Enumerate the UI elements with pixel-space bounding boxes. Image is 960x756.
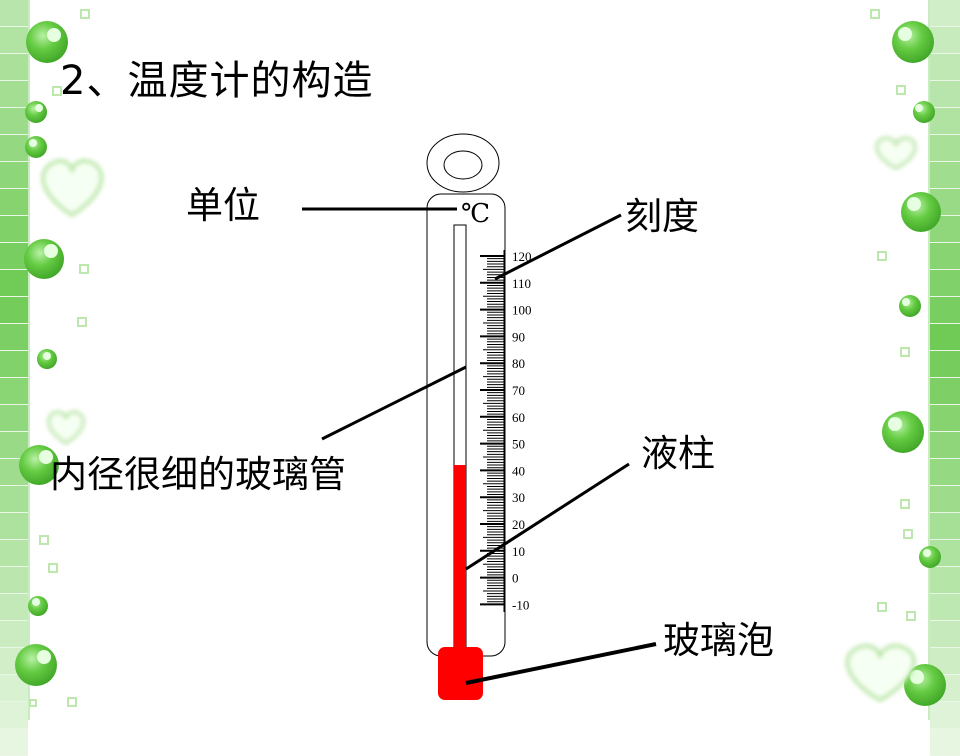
scale-label: 30 [512, 490, 525, 505]
scale-label: -10 [512, 597, 529, 612]
scale-label: 40 [512, 463, 525, 478]
strip-band [930, 351, 960, 378]
strip-band [0, 162, 28, 189]
strip-band [930, 270, 960, 297]
leader-line-capillary [321, 365, 467, 441]
scale-label: 20 [512, 517, 525, 532]
strip-band [930, 297, 960, 324]
scale-label: 120 [512, 249, 532, 264]
scale-label: 50 [512, 437, 525, 452]
strip-band [930, 513, 960, 540]
strip-band [930, 27, 960, 54]
strip-band [930, 729, 960, 756]
strip-band [0, 324, 28, 351]
strip-band [0, 567, 28, 594]
strip-band [930, 378, 960, 405]
scale-label: 0 [512, 571, 519, 586]
strip-band [0, 81, 28, 108]
strip-band [0, 270, 28, 297]
strip-band [0, 27, 28, 54]
scale-label: 60 [512, 410, 525, 425]
strip-band [930, 54, 960, 81]
scale-label: 70 [512, 383, 525, 398]
strip-band [930, 621, 960, 648]
strip-band [0, 54, 28, 81]
strip-band [0, 189, 28, 216]
strip-band [0, 108, 28, 135]
strip-band [0, 729, 28, 756]
unit-symbol: ℃ [461, 199, 490, 228]
strip-band [930, 0, 960, 27]
strip-band [930, 135, 960, 162]
strip-band [930, 243, 960, 270]
strip-band [930, 162, 960, 189]
strip-band [0, 621, 28, 648]
strip-band [0, 297, 28, 324]
strip-band [930, 81, 960, 108]
strip-band [0, 0, 28, 27]
strip-band [930, 567, 960, 594]
strip-band [930, 405, 960, 432]
scale-label: 90 [512, 329, 525, 344]
liquid-column [454, 465, 466, 655]
strip-band [0, 594, 28, 621]
strip-band [0, 216, 28, 243]
label-unit: 单位 [186, 184, 260, 227]
glass-bulb [438, 647, 483, 700]
strip-band [930, 594, 960, 621]
leader-line-scale [494, 213, 622, 281]
strip-band [930, 324, 960, 351]
strip-band [930, 432, 960, 459]
leader-line-bulb [465, 642, 657, 685]
strip-band [0, 405, 28, 432]
strip-band [0, 513, 28, 540]
strip-band [0, 135, 28, 162]
label-scale: 刻度 [625, 195, 699, 238]
strip-band [0, 486, 28, 513]
scale-label: 10 [512, 544, 525, 559]
label-liquid-column: 液柱 [641, 432, 715, 475]
strip-band [0, 243, 28, 270]
strip-band [930, 108, 960, 135]
scale-label: 110 [512, 276, 531, 291]
scale-label: 80 [512, 356, 525, 371]
strip-band [930, 459, 960, 486]
strip-band [0, 378, 28, 405]
thermometer-top-ring-hole [443, 150, 483, 180]
leader-line-liquid-column [465, 462, 630, 571]
label-bulb: 玻璃泡 [663, 619, 774, 662]
scale-label: 100 [512, 303, 532, 318]
slide-title: 2、温度计的构造 [60, 58, 374, 104]
strip-band [0, 351, 28, 378]
strip-band [930, 486, 960, 513]
left-decorative-strip [0, 0, 30, 756]
strip-band [0, 540, 28, 567]
label-capillary: 内径很细的玻璃管 [50, 453, 346, 496]
